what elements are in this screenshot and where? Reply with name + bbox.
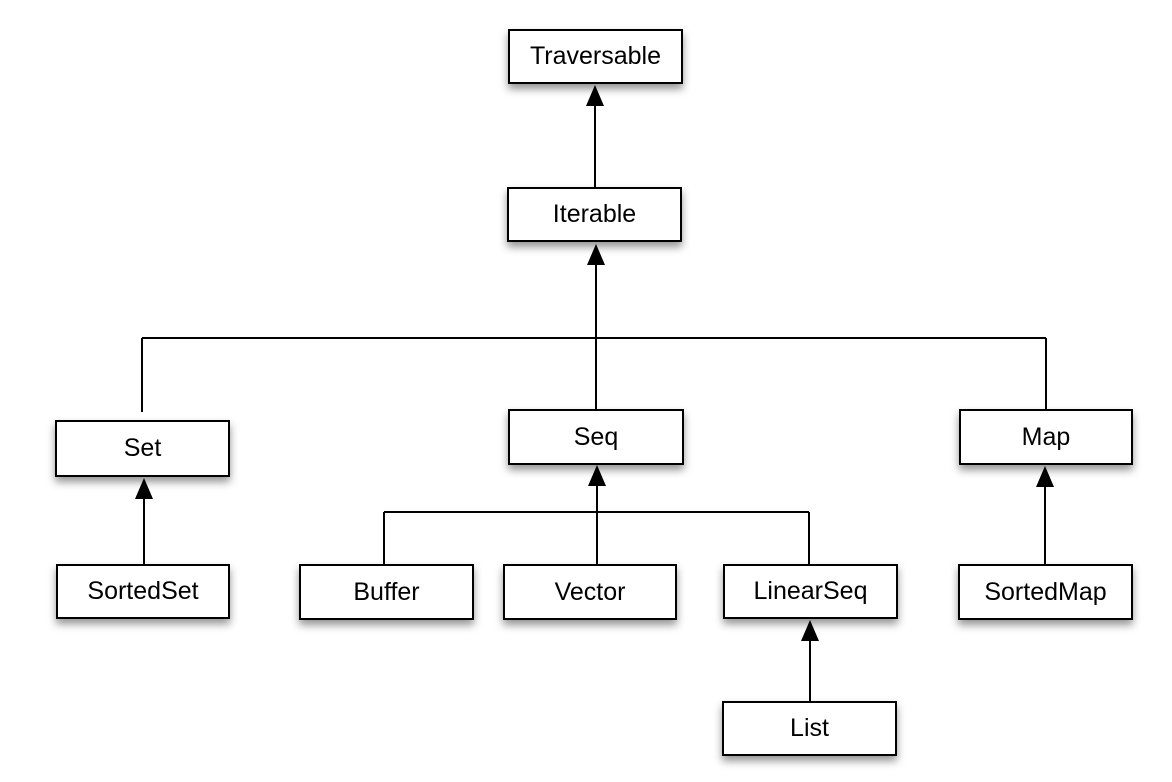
edge-seq-children-bus: [383, 511, 810, 566]
arrowhead-up-icon: [587, 244, 605, 265]
edge-vector-to-seq: [588, 465, 606, 564]
arrowhead-up-icon: [586, 85, 604, 106]
edge-sortedmap-to-map: [1036, 466, 1054, 564]
edge-sortedset-to-set: [135, 478, 153, 564]
edge-iterable-to-traversable: [586, 85, 604, 187]
class-box-vector: Vector: [503, 564, 677, 620]
class-box-sortedmap: SortedMap: [958, 564, 1133, 620]
class-box-buffer: Buffer: [299, 564, 474, 620]
class-label-seq: Seq: [573, 422, 619, 451]
edge-list-to-linearseq: [801, 620, 819, 701]
arrowhead-up-icon: [1036, 466, 1054, 487]
arrowhead-up-icon: [135, 478, 153, 499]
class-box-set: Set: [55, 420, 230, 477]
class-label-traversable: Traversable: [529, 42, 662, 70]
class-label-set: Set: [123, 434, 162, 462]
class-box-sortedset: SortedSet: [56, 564, 230, 619]
class-box-list: List: [722, 701, 897, 756]
class-label-sortedset: SortedSet: [87, 577, 199, 605]
class-label-list: List: [790, 714, 829, 742]
class-box-map: Map: [959, 409, 1133, 465]
edge-iterable-children-bus: [141, 337, 1047, 412]
class-box-seq: Seq: [508, 409, 684, 465]
class-label-linearseq: LinearSeq: [753, 577, 868, 605]
class-label-map: Map: [1021, 422, 1071, 451]
class-label-iterable: Iterable: [552, 200, 637, 228]
class-box-iterable: Iterable: [507, 187, 682, 242]
class-box-traversable: Traversable: [508, 29, 683, 84]
class-label-sortedmap: SortedMap: [984, 577, 1107, 606]
class-label-buffer: Buffer: [353, 577, 420, 606]
class-label-vector: Vector: [554, 577, 626, 606]
class-box-linearseq: LinearSeq: [723, 564, 898, 619]
arrowhead-up-icon: [801, 620, 819, 641]
arrowhead-up-icon: [588, 465, 606, 486]
edge-seq-to-iterable: [587, 244, 605, 409]
